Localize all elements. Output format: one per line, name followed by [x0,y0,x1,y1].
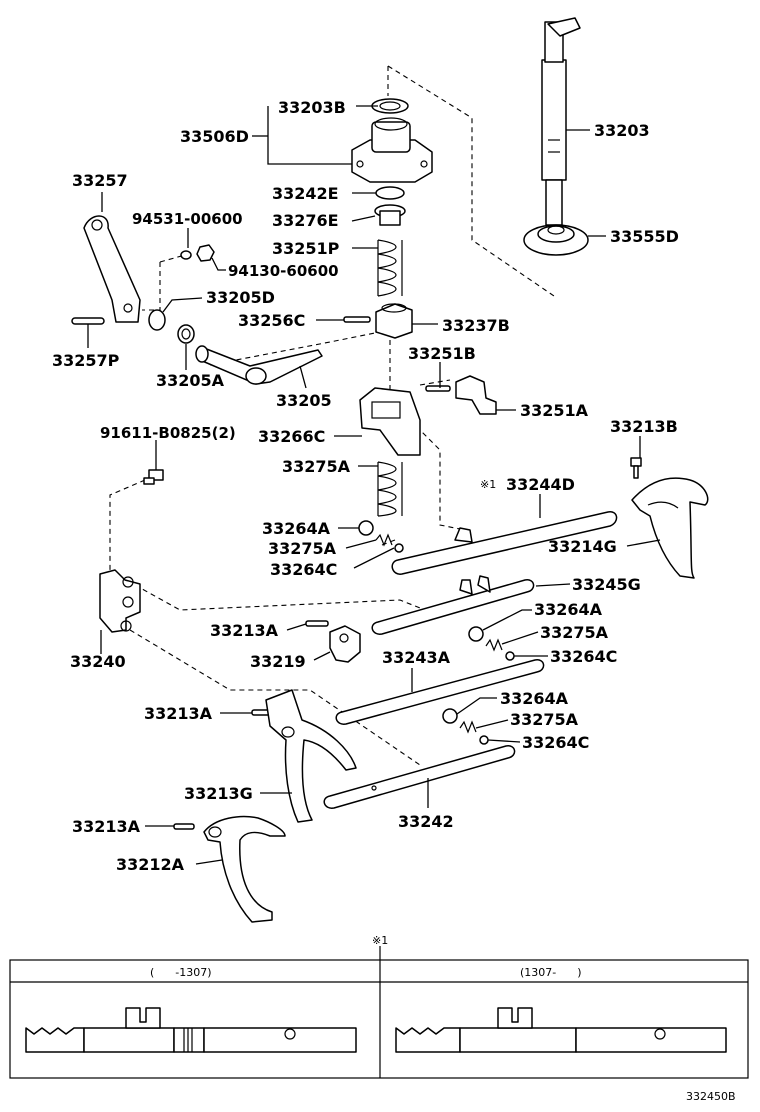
label-33205: 33205 [276,391,332,410]
part-33251A-block [455,375,497,415]
label-33264A-3: 33264A [500,689,569,708]
label-94531-00600: 94531-00600 [132,210,243,228]
variant-table-left-header: ( -1307) [150,966,212,979]
part-33264C-ball-2 [505,651,515,661]
label-33205D: 33205D [206,288,275,307]
label-33213A-1: 33213A [210,621,279,640]
label-33264A-2: 33264A [534,600,603,619]
label-33264A-1: 33264A [262,519,331,538]
label-33213A-3: 33213A [72,817,141,836]
part-33264A-plug-1 [358,520,374,536]
label-33276E: 33276E [272,211,339,230]
label-33214G: 33214G [548,537,617,556]
label-33240: 33240 [70,652,126,671]
variant-table: ※1 ( -1307) (1307- ) [9,934,749,1079]
part-33219-block [329,625,361,663]
figure-id: 332450B [686,1090,736,1103]
label-33251B: 33251B [408,344,476,363]
label-33251P: 33251P [272,239,340,258]
part-33243A-rail [335,659,545,725]
part-33266C-bracket [359,387,421,456]
part-33213G-fork [265,689,357,823]
label-33275A-4: 33275A [510,710,579,729]
part-33203B-seal [371,98,409,114]
part-33213A-pin-1 [305,620,329,627]
label-33257: 33257 [72,171,128,190]
rail-variant-left [25,1007,357,1053]
part-94531-washer [180,250,192,260]
label-94130-60600: 94130-60600 [228,262,339,280]
label-33257P: 33257P [52,351,120,370]
label-33205A: 33205A [156,371,225,390]
label-33243A: 33243A [382,648,451,667]
part-33251P-spring [377,239,403,297]
label-33213B: 33213B [610,417,678,436]
label-33213G: 33213G [184,784,253,803]
part-33264A-plug-3 [442,708,458,724]
label-33203: 33203 [594,121,650,140]
part-labels: 33203B 33506D 33203 33257 94531-00600 33… [52,98,679,874]
label-33275A-1: 33275A [282,457,351,476]
label-33264C-3: 33264C [522,733,589,752]
part-33256C-pin [343,316,371,323]
label-33212A: 33212A [116,855,185,874]
rail-variant-right [395,1007,727,1053]
label-33506D: 33506D [180,127,249,146]
label-33237B: 33237B [442,316,510,335]
part-33240-bracket [99,569,141,633]
label-33242: 33242 [398,812,454,831]
part-33275A-spring-large [377,461,403,517]
part-33275A-spring-small-1 [375,533,393,547]
part-33264C-ball-1 [394,543,404,553]
label-33251A: 33251A [520,401,589,420]
label-33256C: 33256C [238,311,305,330]
variant-table-right-header: (1307- ) [520,966,582,979]
part-33242E-snap-ring [375,186,405,200]
label-33203B: 33203B [278,98,346,117]
part-33275A-spring-small-3 [459,720,477,734]
part-33205-shaft [195,345,323,385]
part-33203-lever [541,17,581,226]
assembly-lines [109,65,555,766]
label-33244D: 33244D [506,475,575,494]
part-33506D-housing [351,117,433,183]
label-33245G: 33245G [572,575,641,594]
part-91611-bolt [143,469,164,485]
part-33555D-boot [523,224,589,256]
part-33205A-bushing [177,324,195,344]
part-33213B-bolt [630,457,642,479]
label-33213A-2: 33213A [144,704,213,723]
label-33275A-2: 33275A [268,539,337,558]
label-33242E: 33242E [272,184,339,203]
part-33214G-fork [631,477,709,579]
label-33266C: 33266C [258,427,325,446]
label-33275A-3: 33275A [540,623,609,642]
label-33244D-mark: ※1 [480,478,496,491]
part-33245G-rail [371,575,535,635]
part-33257-arm [83,215,141,323]
part-33257P-pin [71,317,105,325]
part-33212A-fork [203,815,286,923]
part-33264A-plug-2 [468,626,484,642]
part-33264C-ball-3 [479,735,489,745]
part-33237B-block [375,303,413,339]
label-33264C-1: 33264C [270,560,337,579]
part-33275A-spring-small-2 [485,638,503,652]
label-91611-B0825: 91611-B0825(2) [100,424,236,442]
part-33213A-pin-3 [173,823,195,830]
label-33219: 33219 [250,652,306,671]
label-33555D: 33555D [610,227,679,246]
part-33242-rail [323,745,516,809]
part-33205D-washer [148,309,166,331]
part-33251B-pin [425,385,451,392]
label-33264C-2: 33264C [550,647,617,666]
part-33276E-collar [374,204,406,226]
part-33244D-rail [391,511,618,575]
variant-table-mark: ※1 [372,934,388,947]
part-94130-nut [196,244,215,262]
leader-lines [87,105,661,865]
